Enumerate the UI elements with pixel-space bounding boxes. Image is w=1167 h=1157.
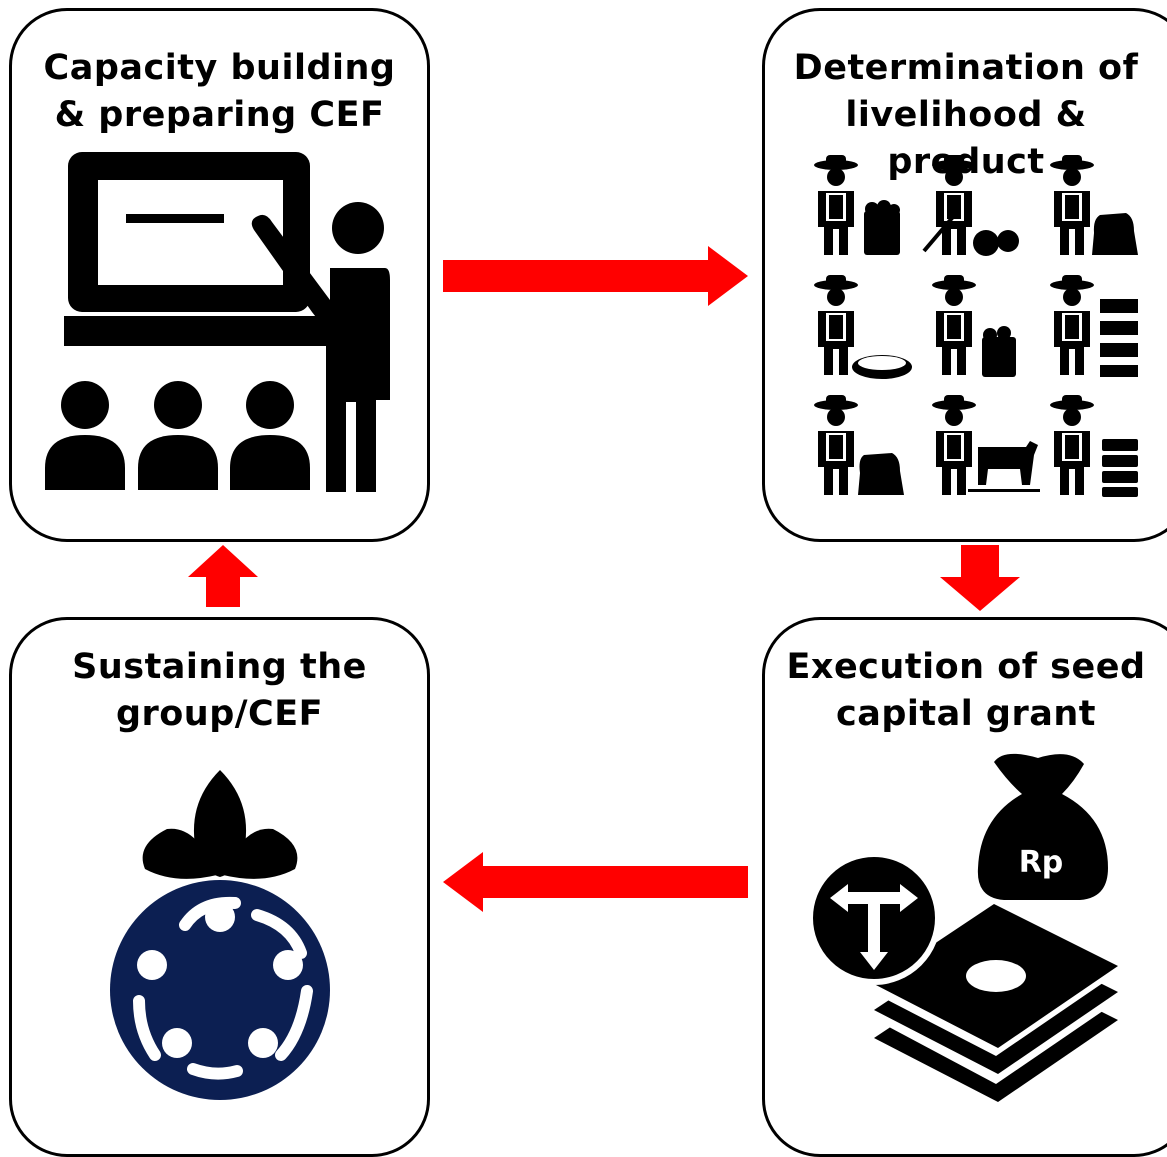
arrow-up — [188, 545, 258, 607]
step-title-line2: livelihood & product — [845, 95, 1087, 182]
step-title-line1: Determination of — [793, 48, 1139, 88]
community-group-icon — [110, 770, 330, 1100]
step-title-line2: & preparing CEF — [54, 95, 385, 135]
step-title-line1: Sustaining the — [72, 647, 367, 687]
farmers-products-icon — [814, 155, 1138, 497]
step-title-seed-capital: Execution of seed capital grant — [765, 644, 1167, 738]
money-bag-icon — [977, 753, 1108, 900]
step-title-sustaining-group: Sustaining the group/CEF — [12, 644, 427, 738]
leaf-icon — [193, 770, 247, 877]
step-title-line2: group/CEF — [115, 694, 324, 734]
money-seed-capital-icon: Rp — [808, 753, 1118, 1102]
step-title-line1: Execution of seed — [786, 647, 1146, 687]
money-bag-label: Rp — [1019, 845, 1064, 880]
step-title-line1: Capacity building — [43, 48, 396, 88]
step-title-capacity-building: Capacity building & preparing CEF — [12, 45, 427, 139]
step-title-line2: capital grant — [835, 694, 1097, 734]
step-title-livelihood-product: Determination of livelihood & product — [765, 45, 1167, 186]
arrow-left — [443, 852, 748, 912]
teacher-presentation-icon — [45, 152, 390, 492]
arrow-down — [940, 545, 1020, 611]
arrow-right — [443, 246, 748, 306]
